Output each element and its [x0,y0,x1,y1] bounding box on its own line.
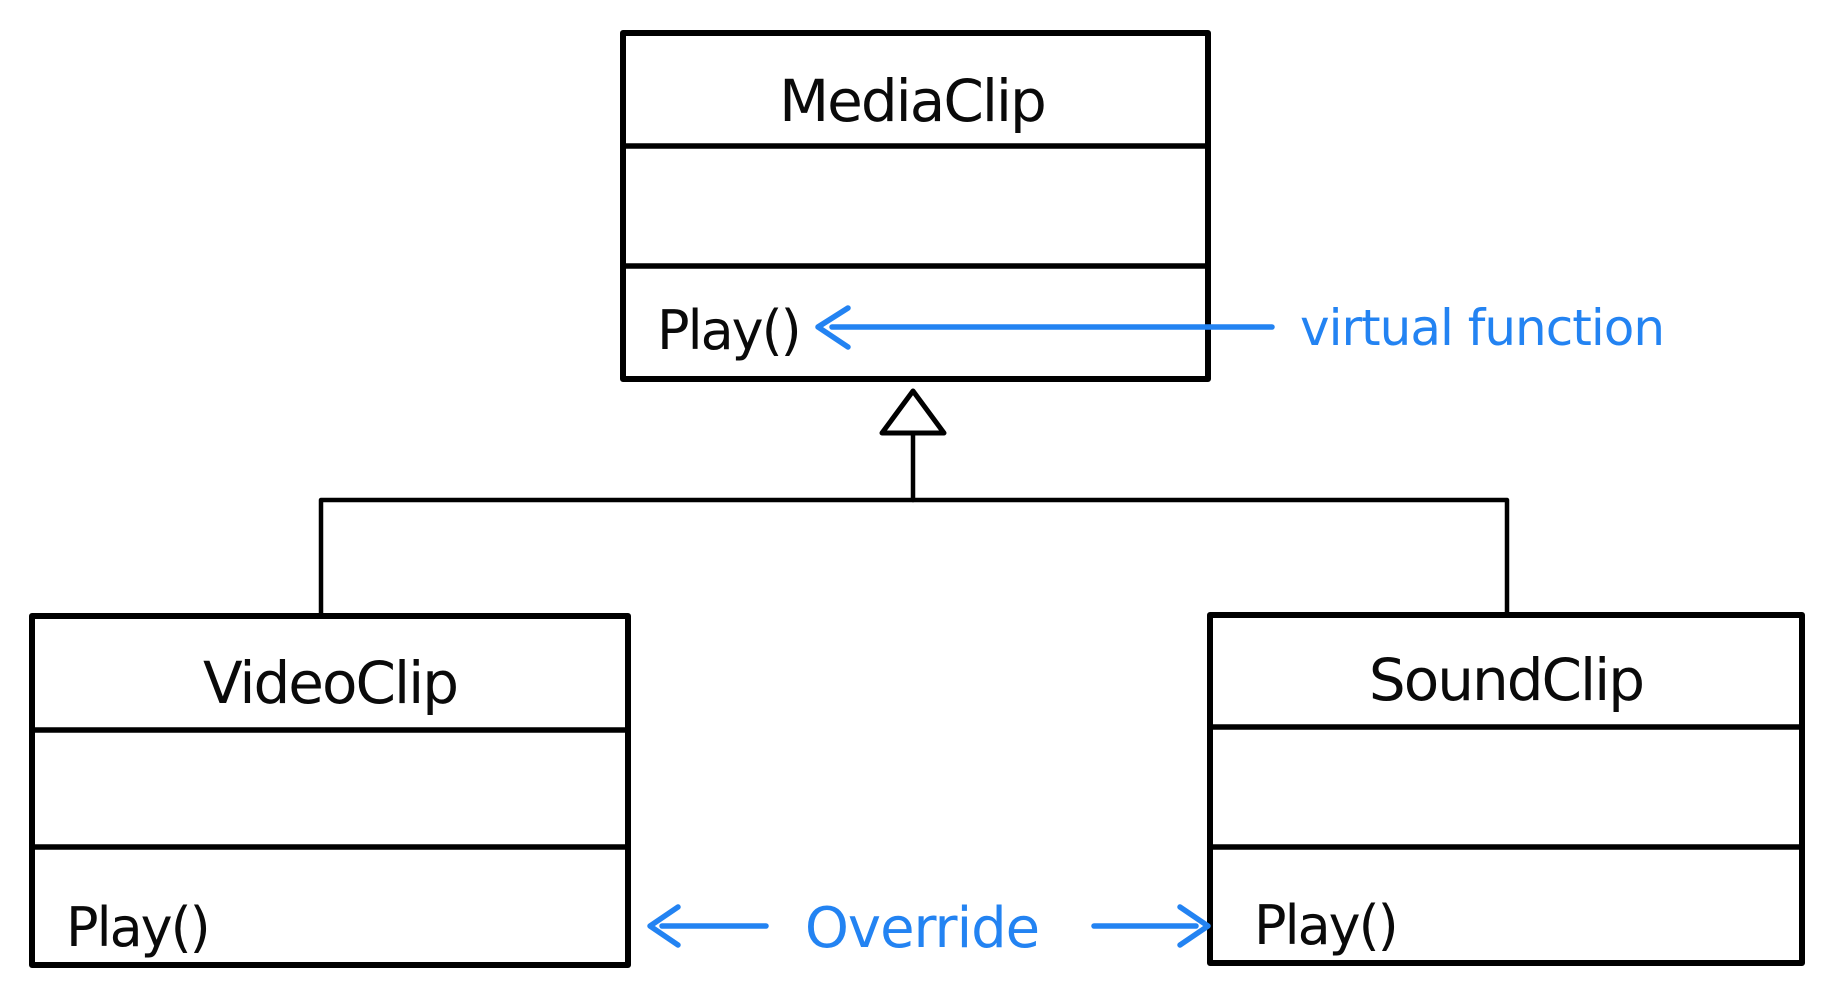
inheritance-branch-line [318,497,1510,620]
right-arrowhead-icon [1177,904,1211,948]
annotation-override: Override [647,896,1211,961]
videoclip-class-name: VideoClip [203,649,457,717]
class-box-videoclip: VideoClip Play() [29,613,631,968]
virtual-function-label: virtual function [1300,299,1664,357]
soundclip-method-play: Play() [1254,894,1397,957]
mediaclip-method-play: Play() [657,299,800,362]
left-arrowhead-icon [647,904,681,948]
mediaclip-class-name: MediaClip [779,67,1045,135]
mediaclip-box-outline [620,30,1211,382]
videoclip-box-outline [29,613,631,968]
class-box-mediaclip: MediaClip Play() [620,30,1211,382]
class-box-soundclip: SoundClip Play() [1207,612,1805,966]
videoclip-method-play: Play() [66,896,209,959]
left-arrowhead-icon [815,305,851,350]
generalization-triangle-icon [879,388,947,436]
inheritance-connector [318,388,1510,620]
soundclip-box-outline [1207,612,1805,966]
annotation-virtual-function: virtual function [815,299,1665,357]
override-label: Override [805,896,1039,961]
soundclip-class-name: SoundClip [1369,646,1643,714]
